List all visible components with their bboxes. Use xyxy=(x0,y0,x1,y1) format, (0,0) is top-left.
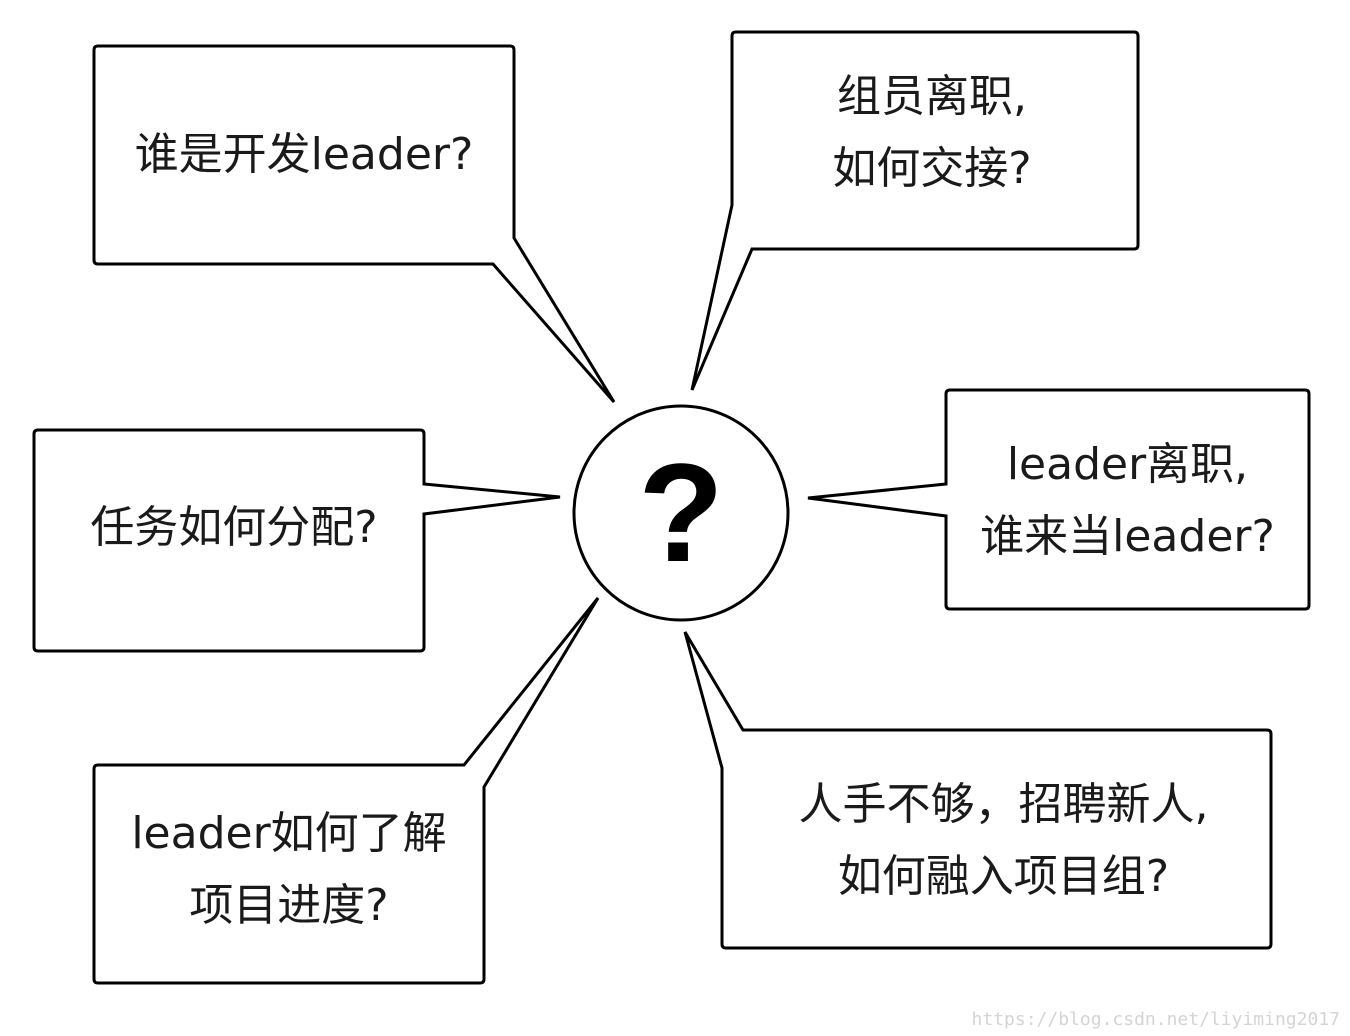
bubble-text-task-assignment: 任务如何分配? xyxy=(34,430,434,626)
callout-top-right xyxy=(690,30,1140,391)
callout-right xyxy=(807,388,1311,611)
bubble-line: 项目进度? xyxy=(189,880,389,931)
bubble-text-new-hires: 人手不够，招聘新人, 如何融入项目组? xyxy=(736,766,1271,916)
callout-bottom-left xyxy=(92,597,600,985)
bubble-text-member-leaves: 组员离职, 如何交接? xyxy=(732,48,1132,218)
bubble-text-leader-progress: leader如何了解 项目进度? xyxy=(94,795,484,945)
bubble-line: 任务如何分配? xyxy=(90,502,378,553)
bubble-line: 谁来当leader? xyxy=(980,511,1275,562)
bubble-text-who-is-leader: 谁是开发leader? xyxy=(94,46,514,264)
callout-left xyxy=(32,428,561,653)
callout-bottom-right xyxy=(683,631,1273,950)
callout-top-left xyxy=(92,44,616,403)
bubble-line: 如何融入项目组? xyxy=(837,851,1170,902)
bubble-line: 人手不够，招聘新人, xyxy=(798,779,1209,830)
question-mark-icon: ? xyxy=(638,434,724,591)
bubble-line: leader如何了解 xyxy=(131,808,447,859)
bubble-line: leader离职, xyxy=(1006,439,1249,490)
center-circle xyxy=(572,404,790,622)
bubble-text-leader-leaves: leader离职, 谁来当leader? xyxy=(946,426,1309,576)
bubble-line: 如何交接? xyxy=(832,143,1032,194)
watermark: https://blog.csdn.net/liyiming2017 xyxy=(971,1009,1340,1030)
bubble-line: 谁是开发leader? xyxy=(134,129,474,180)
bubble-line: 组员离职, xyxy=(837,71,1027,122)
